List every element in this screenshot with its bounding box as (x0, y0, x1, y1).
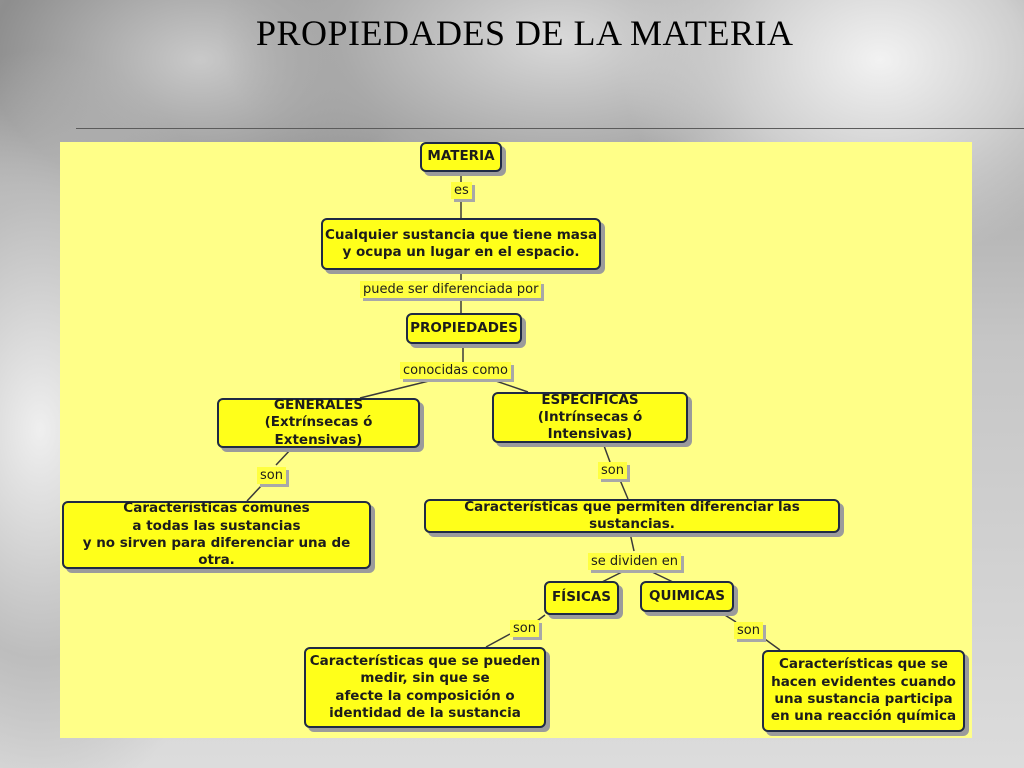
connector-diferenciar-dividen (629, 532, 635, 552)
node-generales: GENERALES (Extrínsecas ó Extensivas) (217, 397, 420, 448)
connector-son-comunes (246, 484, 263, 502)
connector-son-diferenciar (619, 479, 629, 500)
connector-generales-son (275, 447, 293, 466)
link-label-son-fisicas: son (510, 620, 539, 637)
connector-son-carquimicas (761, 636, 781, 651)
page-title: PROPIEDADES DE LA MATERIA (256, 13, 794, 53)
link-label-es: es (451, 182, 472, 199)
node-caracteristicas-quimicas: Características que se hacen evidentes c… (762, 650, 965, 732)
node-fisicas: FÍSICAS (544, 581, 619, 615)
link-label-conocidas: conocidas como (400, 362, 511, 379)
link-label-son-generales: son (257, 467, 286, 484)
link-label-son-quimicas: son (734, 622, 763, 639)
node-propiedades: PROPIEDADES (406, 313, 522, 344)
connector-conocidas-generales (359, 379, 434, 399)
link-label-puede-ser: puede ser diferenciada por (360, 281, 542, 298)
node-caracteristicas-comunes: Características comunes a todas las sust… (62, 500, 371, 569)
link-label-se-dividen: se dividen en (588, 553, 681, 570)
title-divider (76, 128, 1024, 129)
connector-especificas-son (602, 442, 611, 463)
connector-quimicas-son (719, 611, 737, 623)
node-caracteristicas-diferenciar: Características que permiten diferenciar… (424, 499, 840, 533)
connector-son-carfisicas (485, 633, 511, 648)
link-label-son-especificas: son (598, 462, 627, 479)
node-caracteristicas-fisicas: Características que se pueden medir, sin… (304, 647, 546, 728)
node-especificas: ESPECIFICAS (Intrínsecas ó Intensivas) (492, 392, 688, 443)
node-definicion: Cualquier sustancia que tiene masa y ocu… (321, 218, 601, 270)
node-materia: MATERIA (420, 142, 502, 172)
connector-conocidas-especificas (492, 379, 529, 393)
node-quimicas: QUIMICAS (640, 581, 734, 612)
